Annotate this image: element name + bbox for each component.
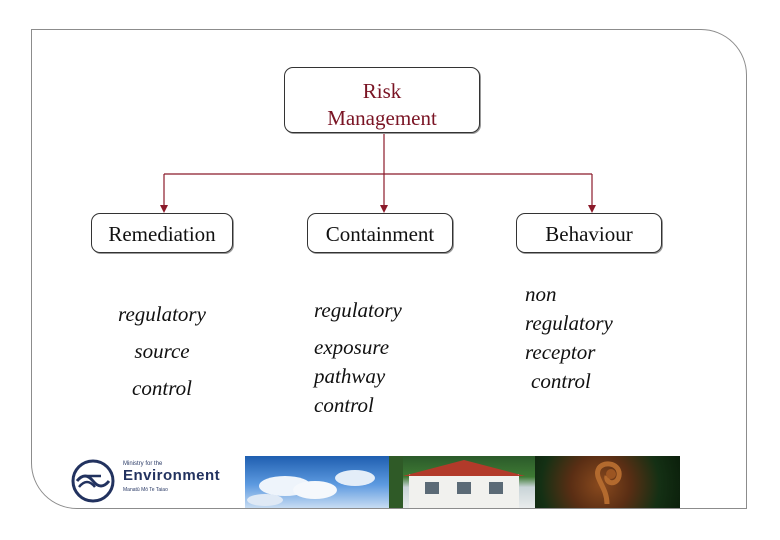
ministry-logo-icon xyxy=(71,459,115,503)
koru-shape xyxy=(595,461,622,505)
containment-items: regulatory exposure pathway control xyxy=(314,296,402,420)
list-item: regulatory xyxy=(314,298,402,322)
photo-sky-image xyxy=(245,456,389,508)
house-shape xyxy=(389,456,525,508)
logo-small-text: Ministry for the xyxy=(123,461,163,467)
list-item: control xyxy=(314,393,374,417)
list-item: non xyxy=(525,282,557,306)
list-item: source xyxy=(134,339,190,363)
root-node-label-line1: Risk xyxy=(362,79,402,103)
photo-house-image xyxy=(389,456,535,508)
branch-node-label: Containment xyxy=(325,222,435,246)
root-node-label-line2: Management xyxy=(327,106,437,130)
ministry-logo: Ministry for the Environment Manatū Mō T… xyxy=(71,455,251,509)
list-item: control xyxy=(132,376,192,400)
remediation-items: regulatory source control xyxy=(95,296,229,407)
branch-node-containment: Containment xyxy=(307,213,453,253)
arrowhead-remediation xyxy=(160,205,168,213)
list-item: regulatory xyxy=(525,311,613,335)
list-item: exposure xyxy=(314,335,390,359)
branch-node-behaviour: Behaviour xyxy=(516,213,662,253)
photo-fern-koru-image xyxy=(535,456,680,508)
footer-band: Ministry for the Environment Manatū Mō T… xyxy=(33,455,745,509)
arrowhead-containment xyxy=(380,205,388,213)
root-node-risk-management: Risk Management xyxy=(284,67,480,133)
arrowhead-behaviour xyxy=(588,205,596,213)
cloud-shapes xyxy=(247,470,375,506)
footer-blank-panel xyxy=(680,456,745,508)
branch-node-label: Remediation xyxy=(108,222,216,246)
logo-sub-text: Manatū Mō Te Taiao xyxy=(123,487,168,493)
list-item: regulatory xyxy=(118,302,206,326)
branch-node-label: Behaviour xyxy=(545,222,633,246)
logo-main-text: Environment xyxy=(123,467,221,484)
behaviour-items: non regulatory receptor control xyxy=(525,280,613,396)
list-item: control xyxy=(531,369,591,393)
list-item: receptor xyxy=(525,340,596,364)
branch-node-remediation: Remediation xyxy=(91,213,233,253)
list-item: pathway xyxy=(314,364,386,388)
